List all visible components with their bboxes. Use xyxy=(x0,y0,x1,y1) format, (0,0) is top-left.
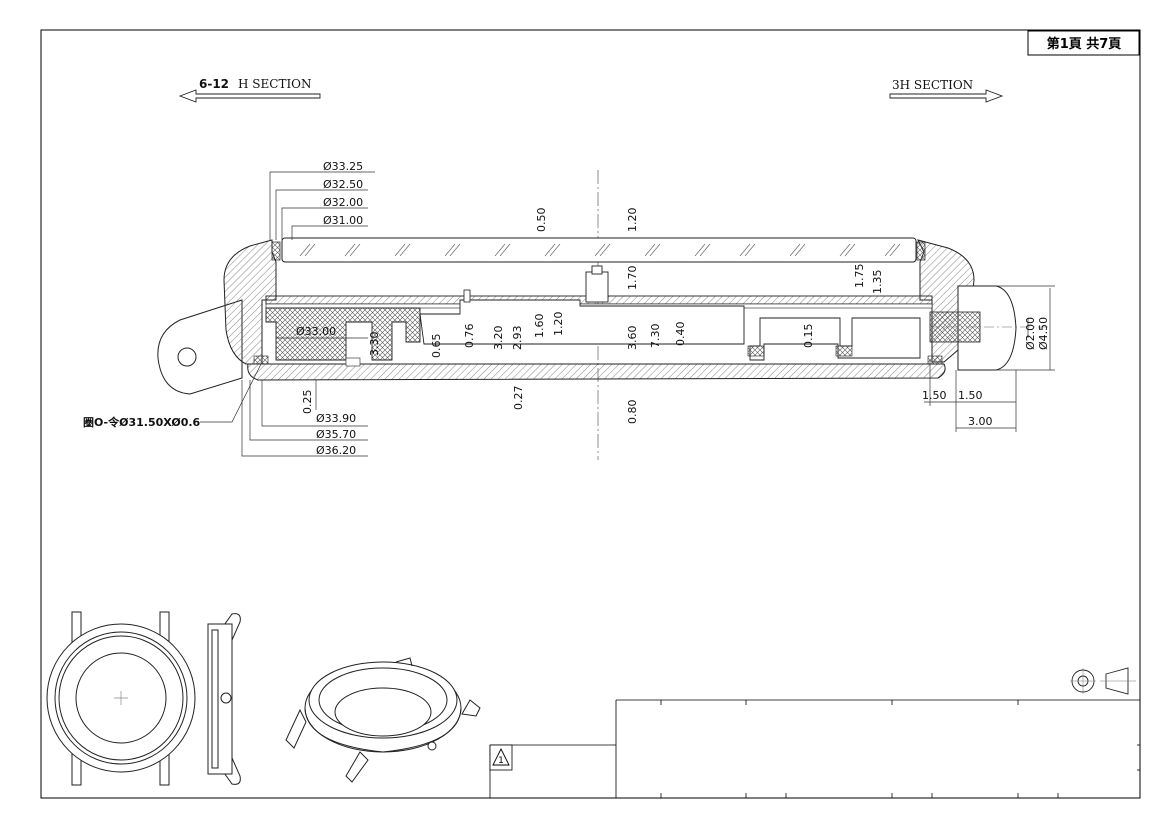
lug-left xyxy=(157,299,243,395)
top-diameter-labels: Ø33.25 Ø32.50 Ø32.00 Ø31.00 Ø33.00 xyxy=(296,160,363,338)
dim-top-4: Ø31.00 xyxy=(323,214,363,227)
section-arrow-left: 6-12 H SECTION xyxy=(178,77,321,103)
side-view xyxy=(207,613,241,785)
movement-right xyxy=(749,317,921,361)
dim-v-050: 0.50 xyxy=(535,208,548,233)
lug-hole xyxy=(177,347,197,367)
dim-v-730: 7.30 xyxy=(649,324,662,349)
projection-symbol-icon xyxy=(1070,667,1136,695)
movement-left xyxy=(265,307,421,361)
dim-crown-d-large: Ø4.50 xyxy=(1037,317,1050,350)
case-cross-section xyxy=(157,237,975,395)
dim-v-160: 1.60 xyxy=(533,314,546,339)
dim-crown-len-b: 1.50 xyxy=(958,389,983,402)
crown xyxy=(929,285,1050,371)
isometric-view xyxy=(285,657,481,783)
dim-bottom-2: Ø35.70 xyxy=(316,428,356,441)
dim-crown-len-a: 1.50 xyxy=(922,389,947,402)
bottom-diameter-labels: Ø33.90 Ø35.70 Ø36.20 圈O-令Ø31.50XØ0.6 xyxy=(83,412,356,457)
page-label-box: 第1頁 共7頁 xyxy=(1027,30,1140,56)
dim-top-3: Ø32.00 xyxy=(323,196,363,209)
revision-mark: 1 xyxy=(498,756,504,766)
vertical-dimension-labels: 0.50 1.20 1.70 1.75 1.35 3.30 0.65 0.76 … xyxy=(301,208,884,425)
dim-crown-len-total: 3.00 xyxy=(968,415,993,428)
dim-v-027: 0.27 xyxy=(512,386,525,411)
front-view xyxy=(46,611,196,786)
section-right-label: 3H SECTION xyxy=(892,78,973,92)
dim-v-065: 0.65 xyxy=(430,334,443,359)
dimension-lines xyxy=(200,171,1055,457)
crown-dimension-labels: Ø2.00 Ø4.50 1.50 1.50 3.00 xyxy=(922,317,1050,428)
sheet-border xyxy=(40,29,1141,799)
dim-v-120-top: 1.20 xyxy=(626,208,639,233)
dim-v-170: 1.70 xyxy=(626,266,639,291)
dim-v-040: 0.40 xyxy=(674,322,687,347)
dim-bottom-3: Ø36.20 xyxy=(316,444,356,457)
crystal-gasket-left xyxy=(271,241,281,261)
dim-v-120-mid: 1.20 xyxy=(552,312,565,337)
crystal-gasket-right xyxy=(916,241,926,261)
revision-triangle-icon: 1 xyxy=(489,744,513,771)
section-left-prefix: 6-12 xyxy=(199,77,229,91)
caseback xyxy=(247,363,946,381)
dim-v-293: 2.93 xyxy=(511,326,524,351)
dim-v-360: 3.60 xyxy=(626,326,639,351)
dim-v-015: 0.15 xyxy=(802,324,815,349)
dim-v-330: 3.30 xyxy=(368,332,381,357)
dim-v-025: 0.25 xyxy=(301,390,314,415)
case-left-wall xyxy=(223,239,277,365)
movement-mid xyxy=(419,299,745,345)
section-arrow-right: 3H SECTION xyxy=(889,78,1004,103)
dim-v-076: 0.76 xyxy=(463,324,476,349)
dim-v-175: 1.75 xyxy=(853,264,866,289)
dim-v-320: 3.20 xyxy=(492,326,505,351)
hands-pinion xyxy=(585,271,609,303)
dim-top-1: Ø33.25 xyxy=(323,160,363,173)
crystal xyxy=(281,237,917,263)
dim-bottom-1: Ø33.90 xyxy=(316,412,356,425)
section-left-label: H SECTION xyxy=(238,77,312,91)
dim-crown-d-small: Ø2.00 xyxy=(1024,317,1037,350)
title-block xyxy=(489,699,1140,798)
oring-note: 圈O-令Ø31.50XØ0.6 xyxy=(83,415,201,429)
dim-top-2: Ø32.50 xyxy=(323,178,363,191)
page-label: 第1頁 共7頁 xyxy=(1047,36,1122,52)
dim-inner: Ø33.00 xyxy=(296,325,336,338)
dim-v-080: 0.80 xyxy=(626,400,639,425)
dim-v-135: 1.35 xyxy=(871,270,884,295)
